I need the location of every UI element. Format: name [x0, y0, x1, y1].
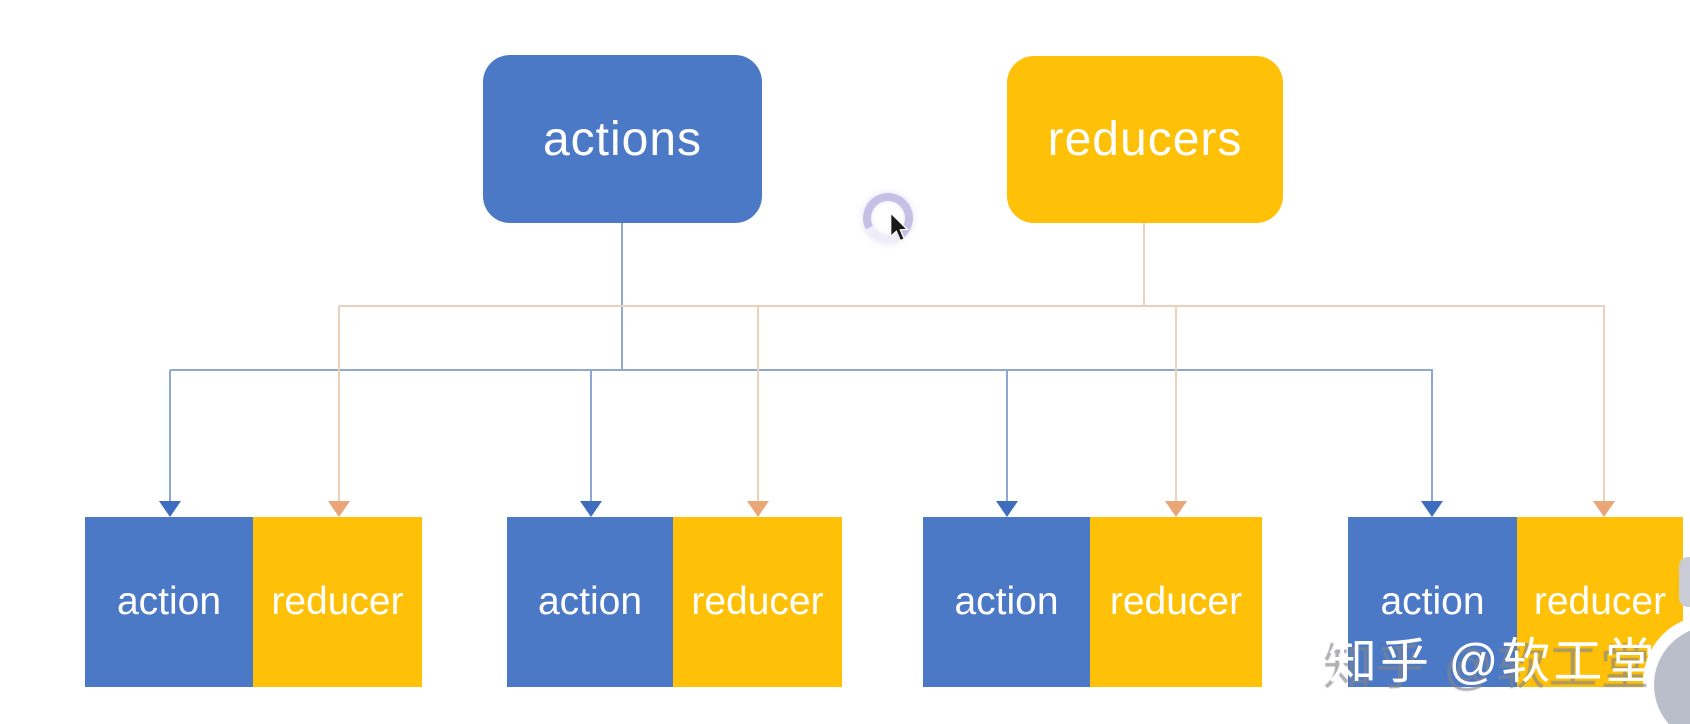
action-box-4: action [1348, 517, 1517, 687]
loading-spinner-icon [856, 186, 920, 250]
actions-stem-line [621, 223, 623, 370]
action-branch-line-4 [1431, 370, 1433, 501]
reducer-branch-line-1 [338, 306, 340, 501]
actions-node-label: actions [542, 112, 703, 166]
reducer-box-2-label: reducer [691, 580, 824, 623]
action-box-3-label: action [954, 580, 1059, 623]
action-branch-line-2 [590, 370, 592, 501]
action-branch-line-3 [1006, 370, 1008, 501]
reducer-box-1-label: reducer [271, 580, 404, 623]
reducers-node-label: reducers [1047, 113, 1243, 166]
arrow-down-icon [996, 501, 1018, 517]
edge-tab-shape [1679, 557, 1690, 607]
action-box-2: action [507, 517, 673, 687]
action-box-4-label: action [1380, 580, 1485, 623]
watermark: 知乎 @软工堂 [1328, 635, 1658, 689]
reducers-stem-line [1143, 223, 1145, 306]
reducer-box-3-label: reducer [1109, 580, 1243, 623]
arrow-down-icon [1593, 501, 1615, 517]
action-branch-line-1 [169, 370, 171, 501]
reducer-box-3: reducer [1090, 517, 1262, 687]
action-box-1-label: action [116, 580, 222, 623]
arrow-cursor-icon [890, 212, 909, 242]
arrow-down-icon [747, 501, 769, 517]
reducer-box-1: reducer [253, 517, 422, 687]
action-box-2-label: action [537, 580, 643, 623]
action-box-3: action [923, 517, 1090, 687]
arrow-down-icon [328, 501, 350, 517]
arrow-down-icon [580, 501, 602, 517]
arrow-down-icon [1165, 501, 1187, 517]
reducers-node: reducers [1007, 56, 1283, 223]
reducers-bus-line [339, 305, 1605, 307]
actions-node: actions [483, 55, 762, 223]
arrow-down-icon [1421, 501, 1443, 517]
arrow-down-icon [159, 501, 181, 517]
reducer-branch-line-2 [757, 306, 759, 501]
reducer-branch-line-3 [1175, 306, 1177, 501]
reducer-branch-line-4 [1603, 306, 1605, 501]
action-box-1: action [85, 517, 253, 687]
actions-bus-line [170, 369, 1433, 371]
reducer-box-2: reducer [673, 517, 842, 687]
reducer-box-4-label: reducer [1533, 580, 1667, 623]
